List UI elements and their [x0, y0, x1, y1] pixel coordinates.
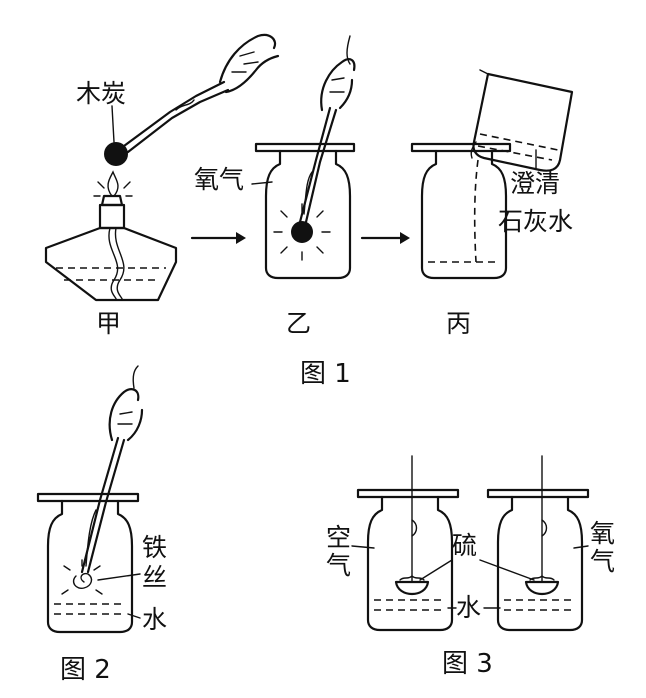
- label-air-1: 空: [326, 523, 351, 552]
- flame: [93, 170, 133, 197]
- hand-3: [108, 365, 144, 442]
- caption-figure-1: 图 1: [300, 359, 351, 389]
- alcohol-lamp: [44, 194, 178, 302]
- label-iron-2: 丝: [142, 563, 167, 592]
- burning-charcoal: [273, 203, 331, 261]
- label-sulfur: 硫: [452, 531, 477, 560]
- label-water-fig3: 水: [456, 593, 481, 622]
- figure-1: 木炭 甲 氧气 乙: [44, 33, 574, 389]
- label-oxygen-fig1: 氧气: [194, 165, 244, 194]
- crucible-tongs-1: [122, 80, 230, 154]
- label-charcoal: 木炭: [76, 79, 126, 108]
- label-water-fig2: 水: [142, 605, 167, 634]
- step-label-b: 乙: [286, 309, 311, 338]
- label-clear: 澄清: [510, 169, 560, 198]
- step-label-c: 丙: [446, 309, 471, 338]
- crucible-tongs-3: [80, 436, 126, 574]
- caption-figure-3: 图 3: [442, 649, 493, 679]
- gas-jar-oxygen-fig3: [486, 455, 590, 632]
- label-limewater: 石灰水: [498, 207, 573, 236]
- label-iron-1: 铁: [142, 533, 167, 562]
- label-oxygen-1: 氧: [590, 519, 615, 548]
- gas-jar-air: [356, 455, 460, 632]
- gas-jar-oxygen: [254, 142, 356, 280]
- burning-iron-wire: [61, 559, 103, 595]
- step-label-a: 甲: [96, 309, 121, 338]
- arrow-1: [190, 232, 246, 244]
- gas-jar-limewater: [410, 142, 512, 280]
- figure-2: 铁 丝 水 图 2: [36, 365, 167, 685]
- arrow-2: [360, 232, 410, 244]
- charcoal-ball: [104, 142, 128, 166]
- caption-figure-2: 图 2: [60, 655, 111, 685]
- hand-2: [320, 35, 356, 112]
- beaker: [470, 69, 574, 172]
- label-air-2: 气: [326, 551, 351, 580]
- crucible-tongs-2: [298, 106, 338, 224]
- figure-3: 空 气 硫 水 氧 气 图 3: [326, 455, 615, 679]
- hand-1: [218, 33, 280, 94]
- label-oxygen-2: 气: [590, 547, 615, 576]
- gas-jar-fig2: [36, 492, 140, 634]
